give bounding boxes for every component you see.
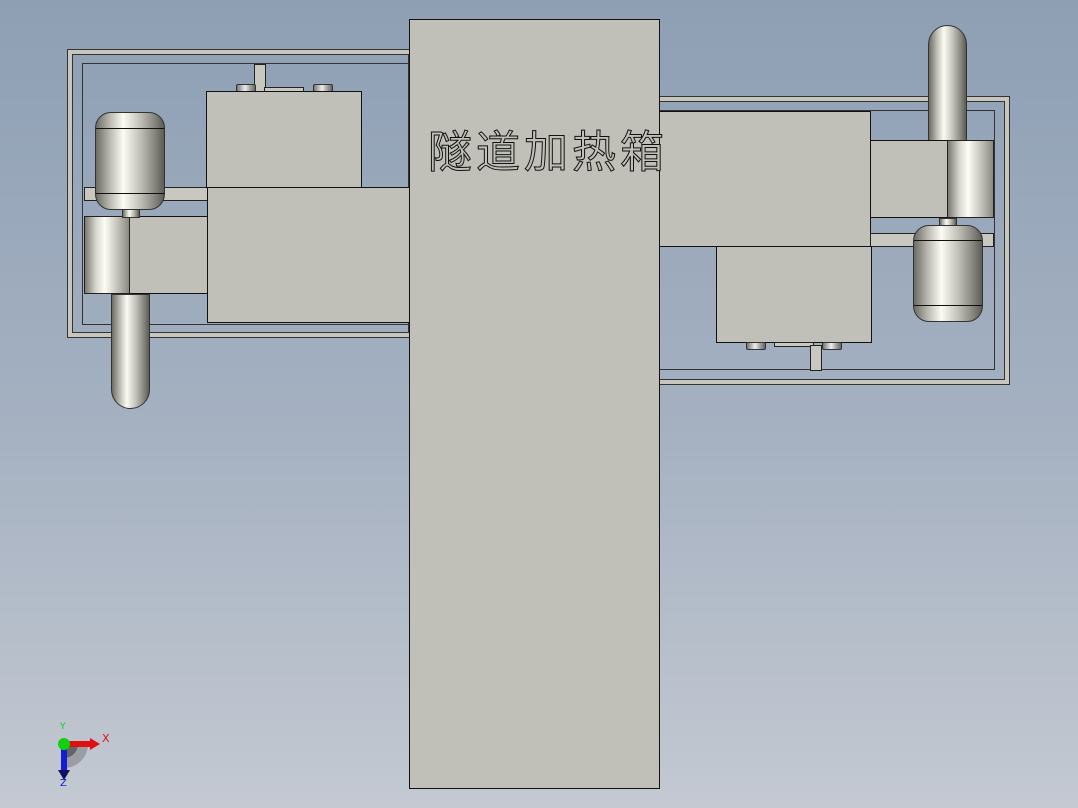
left-motor-band-bottom: [96, 193, 164, 194]
triad-axes-icon: [58, 738, 100, 780]
left-motor-band-top: [96, 128, 164, 129]
left-pipe-down[interactable]: [111, 294, 150, 409]
right-motor-band-top: [914, 240, 982, 241]
tunnel-heating-box-label: 隧道加热箱: [428, 127, 668, 179]
right-pipe-up[interactable]: [928, 25, 967, 145]
left-lower-box[interactable]: [207, 187, 413, 323]
right-lower-box[interactable]: [716, 246, 872, 343]
tunnel-heating-box[interactable]: [409, 19, 660, 789]
orientation-triad[interactable]: X Y Z: [50, 722, 120, 792]
right-post: [810, 345, 822, 371]
triad-z-label: Z: [60, 778, 67, 789]
right-bolt-2: [822, 342, 842, 350]
triad-y-label: Y: [60, 722, 66, 732]
left-upper-box[interactable]: [206, 91, 362, 188]
left-duct-roller: [84, 216, 130, 294]
right-duct-roller: [947, 140, 994, 218]
triad-x-label: X: [102, 732, 110, 745]
left-motor[interactable]: [95, 112, 165, 210]
right-bracket: [774, 342, 814, 347]
right-upper-box[interactable]: [657, 111, 871, 247]
right-bolt-1: [746, 342, 766, 350]
right-motor-band-bottom: [914, 305, 982, 306]
